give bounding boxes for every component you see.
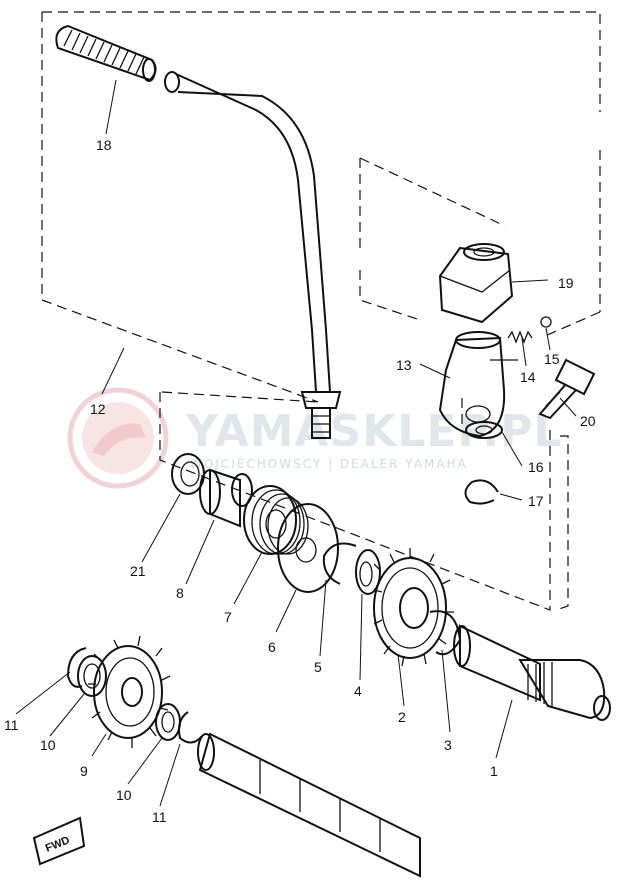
watermark: YAMASKLEP.PL WOJCIECHOWSCY | DEALER YAMA… bbox=[67, 387, 563, 489]
callout-16: 16 bbox=[528, 459, 544, 475]
circlip-part-11-right bbox=[178, 711, 203, 744]
callout-17: 17 bbox=[528, 493, 544, 509]
callout-15: 15 bbox=[544, 351, 560, 367]
watermark-subtitle: WOJCIECHOWSCY | DEALER YAMAHA bbox=[190, 457, 468, 471]
callout-10-right: 10 bbox=[116, 787, 132, 803]
watermark-brand: YAMASKLEP.PL bbox=[185, 406, 563, 457]
callout-9: 9 bbox=[80, 763, 88, 779]
spring-cover-part-6 bbox=[277, 503, 339, 593]
callout-14: 14 bbox=[520, 369, 536, 385]
circlip-part-17 bbox=[464, 479, 499, 505]
circlip-part-11-left bbox=[66, 647, 87, 688]
callout-2: 2 bbox=[398, 709, 406, 725]
ball-part-15 bbox=[540, 316, 552, 328]
callout-11-right: 11 bbox=[152, 809, 167, 825]
callout-8: 8 bbox=[176, 585, 184, 601]
callout-12: 12 bbox=[90, 401, 106, 417]
callout-4: 4 bbox=[354, 683, 362, 699]
callout-10-left: 10 bbox=[40, 737, 56, 753]
watermark-logo-icon bbox=[67, 387, 169, 489]
callout-6: 6 bbox=[268, 639, 276, 655]
kick-gear-part-2 bbox=[373, 548, 454, 667]
boss-cap-part-19 bbox=[438, 243, 514, 324]
washer-part-16 bbox=[465, 421, 503, 439]
callout-20: 20 bbox=[580, 413, 596, 429]
callout-21: 21 bbox=[130, 563, 146, 579]
spring-guide-part-8 bbox=[199, 468, 253, 528]
callout-3: 3 bbox=[444, 737, 452, 753]
callout-18: 18 bbox=[96, 137, 112, 153]
callout-7: 7 bbox=[224, 609, 232, 625]
washer-part-4 bbox=[355, 549, 381, 595]
washer-part-10-left bbox=[77, 655, 107, 697]
kick-axle-part-1 bbox=[453, 624, 611, 721]
circlip-part-5 bbox=[322, 542, 357, 585]
callout-leader-lines bbox=[15, 79, 577, 807]
callout-11-left: 11 bbox=[4, 717, 19, 733]
spring-part-14 bbox=[507, 330, 533, 344]
callout-labels: 18 19 13 14 15 20 12 16 17 21 8 7 6 5 4 … bbox=[4, 137, 596, 825]
callout-5: 5 bbox=[314, 659, 322, 675]
idle-gear-part-9 bbox=[88, 635, 171, 748]
callout-19: 19 bbox=[558, 275, 574, 291]
callout-13: 13 bbox=[396, 357, 412, 373]
idle-shaft bbox=[197, 732, 421, 878]
assembly-boundary-lines bbox=[41, 11, 601, 611]
forward-direction-marker: FWD bbox=[32, 816, 86, 866]
kick-crank-part-12 bbox=[164, 71, 342, 439]
callout-1: 1 bbox=[490, 763, 498, 779]
bolt-part-20 bbox=[538, 358, 596, 420]
torsion-spring-part-7 bbox=[243, 485, 309, 555]
kick-grip-part-18 bbox=[55, 24, 157, 82]
